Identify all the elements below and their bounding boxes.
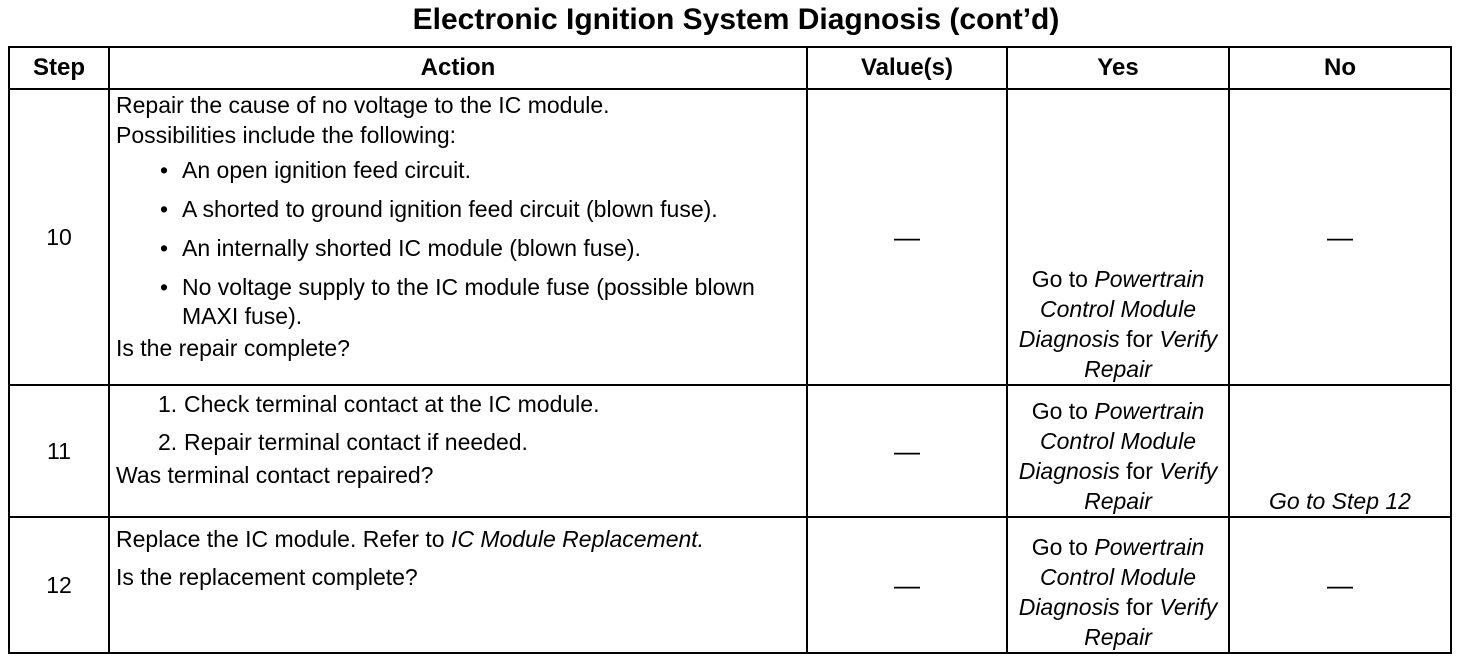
link-pcm-diagnosis[interactable]: Powertrain Control Module Diagnosis [1018, 266, 1205, 352]
bullet-icon: • [159, 274, 169, 300]
action-cell: Repair the cause of no voltage to the IC… [108, 88, 808, 386]
procedure-list: 1.Check terminal contact at the IC modul… [116, 390, 800, 456]
action-text: Possibilities include the following: [116, 122, 457, 148]
list-item: •A shorted to ground ignition feed circu… [154, 195, 800, 224]
header-step: Step [8, 46, 110, 90]
no-cell: Go to Step 12 [1228, 384, 1452, 518]
link-pcm-diagnosis[interactable]: Powertrain Control Module Diagnosis [1018, 398, 1205, 484]
link-go-to-step-12[interactable]: Go to Step 12 [1269, 488, 1411, 514]
table-header-row: Step Action Value(s) Yes No [8, 46, 1452, 90]
action-question: Is the replacement complete? [116, 564, 418, 590]
no-cell: — [1228, 88, 1452, 386]
list-item: 2.Repair terminal contact if needed. [158, 429, 528, 455]
yes-cell: Go to Powertrain Control Module Diagnosi… [1006, 384, 1230, 518]
action-cell: 1.Check terminal contact at the IC modul… [108, 384, 808, 518]
no-cell: — [1228, 516, 1452, 654]
list-item: •No voltage supply to the IC module fuse… [154, 273, 800, 331]
bullet-icon: • [159, 196, 169, 222]
value-cell: — [806, 516, 1008, 654]
list-item: •An open ignition feed circuit. [154, 156, 800, 185]
yes-cell: Go to Powertrain Control Module Diagnosi… [1006, 516, 1230, 654]
header-values: Value(s) [806, 46, 1008, 90]
link-pcm-diagnosis[interactable]: Powertrain Control Module Diagnosis [1018, 534, 1205, 620]
header-no: No [1228, 46, 1452, 90]
bullet-icon: • [159, 157, 169, 183]
header-yes: Yes [1006, 46, 1230, 90]
yes-cell: Go to Powertrain Control Module Diagnosi… [1006, 88, 1230, 386]
page-title: Electronic Ignition System Diagnosis (co… [412, 3, 1060, 36]
diagnosis-table: Step Action Value(s) Yes No 10 Repair th… [8, 46, 1452, 654]
table-row: 11 1.Check terminal contact at the IC mo… [8, 384, 1452, 518]
action-question: Is the repair complete? [116, 335, 350, 361]
possibility-list: •An open ignition feed circuit. •A short… [116, 156, 800, 331]
list-item: 1.Check terminal contact at the IC modul… [158, 391, 600, 417]
bullet-icon: • [159, 235, 169, 261]
link-ic-module-replacement[interactable]: IC Module Replacement. [450, 526, 705, 552]
link-verify-repair[interactable]: Verify Repair [1084, 458, 1218, 514]
table-row: 10 Repair the cause of no voltage to the… [8, 88, 1452, 386]
value-cell: — [806, 88, 1008, 386]
link-verify-repair[interactable]: Verify Repair [1084, 326, 1218, 382]
step-number: 12 [8, 516, 110, 654]
list-item: •An internally shorted IC module (blown … [154, 234, 800, 263]
link-verify-repair[interactable]: Verify Repair [1084, 594, 1218, 650]
step-number: 11 [8, 384, 110, 518]
action-question: Was terminal contact repaired? [116, 462, 434, 488]
table-row: 12 Replace the IC module. Refer to IC Mo… [8, 516, 1452, 654]
action-cell: Replace the IC module. Refer to IC Modul… [108, 516, 808, 654]
action-text: Replace the IC module. Refer to IC Modul… [116, 526, 705, 552]
value-cell: — [806, 384, 1008, 518]
step-number: 10 [8, 88, 110, 386]
header-action: Action [108, 46, 808, 90]
action-text: Repair the cause of no voltage to the IC… [116, 92, 610, 118]
